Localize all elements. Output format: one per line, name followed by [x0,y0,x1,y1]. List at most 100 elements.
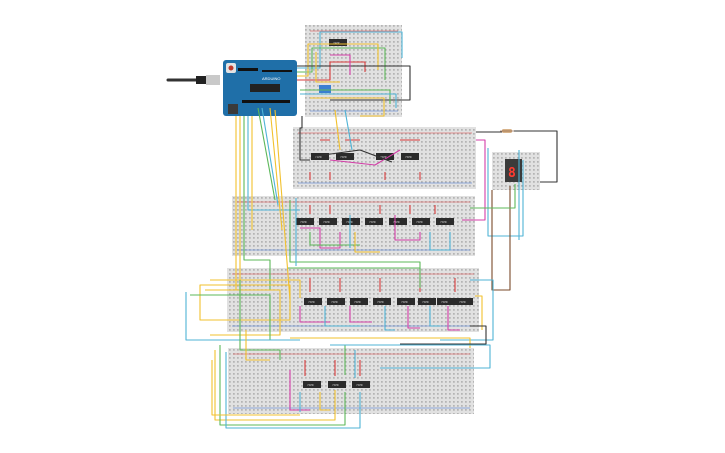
wire[interactable] [288,267,421,288]
wire[interactable] [300,227,341,249]
ic-chip[interactable]: 74HC [350,298,368,305]
ic-chip[interactable]: 74HC [319,218,337,225]
wire[interactable] [309,172,421,180]
ic-chip[interactable]: 74HC [455,298,473,305]
ic-chips: 74HC 74HC 74HC 74HC 74HC 74HC 74HC 74HC 74HC 74HC… [296,39,473,388]
wire[interactable] [330,54,351,75]
wire[interactable] [205,289,281,336]
ic-chip[interactable]: 74HC [376,153,394,160]
wire[interactable] [324,306,360,327]
ic-chip[interactable]: 74HC [437,298,455,305]
wire[interactable] [309,278,456,292]
ic-chip[interactable]: 74HC [304,298,322,305]
ic-chip[interactable]: 74HC [329,39,347,46]
wire[interactable] [299,116,310,161]
chip-label: 74HC [440,220,447,224]
ic-chip[interactable]: 74HC [352,381,370,388]
wire[interactable] [354,232,380,253]
wire[interactable] [349,306,372,323]
ic-chip[interactable]: 74HC [365,218,383,225]
wire[interactable] [304,360,361,376]
wires [185,31,558,429]
wire[interactable] [384,306,395,331]
wire[interactable] [219,345,346,426]
wire[interactable] [329,149,401,166]
wire[interactable] [297,47,386,80]
wire[interactable] [487,148,524,237]
ic-chip[interactable]: 74HC [342,218,360,225]
wire[interactable] [300,93,397,108]
wire[interactable] [309,205,436,214]
wire[interactable] [315,52,340,83]
wire[interactable] [407,306,420,329]
wire[interactable] [299,306,330,323]
wire[interactable] [344,109,353,151]
wire[interactable] [289,200,421,270]
wire[interactable] [470,184,516,209]
wire[interactable] [462,139,486,221]
ic-chip[interactable]: 74HC [296,218,314,225]
wire[interactable] [261,107,279,206]
chip-label: 74HC [416,220,423,224]
wire[interactable] [245,330,270,361]
wire[interactable] [319,392,330,411]
wire[interactable] [309,232,360,246]
breadboard-top[interactable] [305,25,402,117]
wire[interactable] [211,360,300,416]
wire[interactable] [310,97,385,117]
wire[interactable] [491,186,511,291]
wire[interactable] [394,215,421,241]
wire[interactable] [289,370,310,411]
chip-label: 74HC [300,220,307,224]
wire[interactable] [334,109,341,151]
ic-chip[interactable]: 74HC [311,153,329,160]
wire[interactable] [440,279,494,341]
wire[interactable] [297,43,379,77]
wire[interactable] [300,89,391,104]
wire[interactable] [429,306,440,327]
ic-chip[interactable]: 74HC [327,298,345,305]
ic-chip[interactable]: 74HC [418,298,436,305]
breadboard-5[interactable] [228,348,474,414]
chip-label: 74HC [369,220,376,224]
wire[interactable] [475,295,483,330]
dip-switch[interactable] [319,85,331,93]
wire[interactable] [315,149,393,163]
usb-cable[interactable] [166,75,220,85]
ic-chip[interactable]: 74HC [412,218,430,225]
wire[interactable] [297,61,366,81]
ic-chip[interactable]: 74HC [303,381,321,388]
chip-label: 74HC [422,300,429,304]
ic-chip[interactable]: 74HC [328,381,346,388]
wire[interactable] [214,350,336,421]
wire[interactable] [199,284,291,321]
chip-label: 74HC [401,300,408,304]
ic-chip[interactable]: 74HC [397,298,415,305]
wire[interactable] [269,107,283,231]
ic-chip[interactable]: 74HC [401,153,419,160]
breadboard-3[interactable] [232,196,475,256]
arduino-uno-board[interactable]: ARDUINO [223,60,297,116]
ic-chip[interactable]: 74HC [436,218,454,225]
wire[interactable] [257,107,276,201]
wire[interactable] [239,280,281,360]
wire[interactable] [476,130,558,183]
chip-label: 74HC [459,300,466,304]
seven-segment-display[interactable]: 8 [505,159,522,182]
ic-chip[interactable]: 74HC [373,298,391,305]
wire[interactable] [225,352,361,429]
wire[interactable] [429,232,451,251]
wire[interactable] [185,292,300,341]
resistor[interactable] [500,129,514,133]
ic-chip[interactable]: 74HC [336,153,354,160]
chip-label: 74HC [323,220,330,224]
wire[interactable] [297,65,411,101]
wire[interactable] [330,344,491,369]
wire[interactable] [447,306,460,331]
ic-chip[interactable]: 74HC [389,218,407,225]
wire[interactable] [243,116,271,290]
wire[interactable] [274,109,291,301]
chip-label: 74HC [307,383,314,387]
wire[interactable] [400,325,487,345]
